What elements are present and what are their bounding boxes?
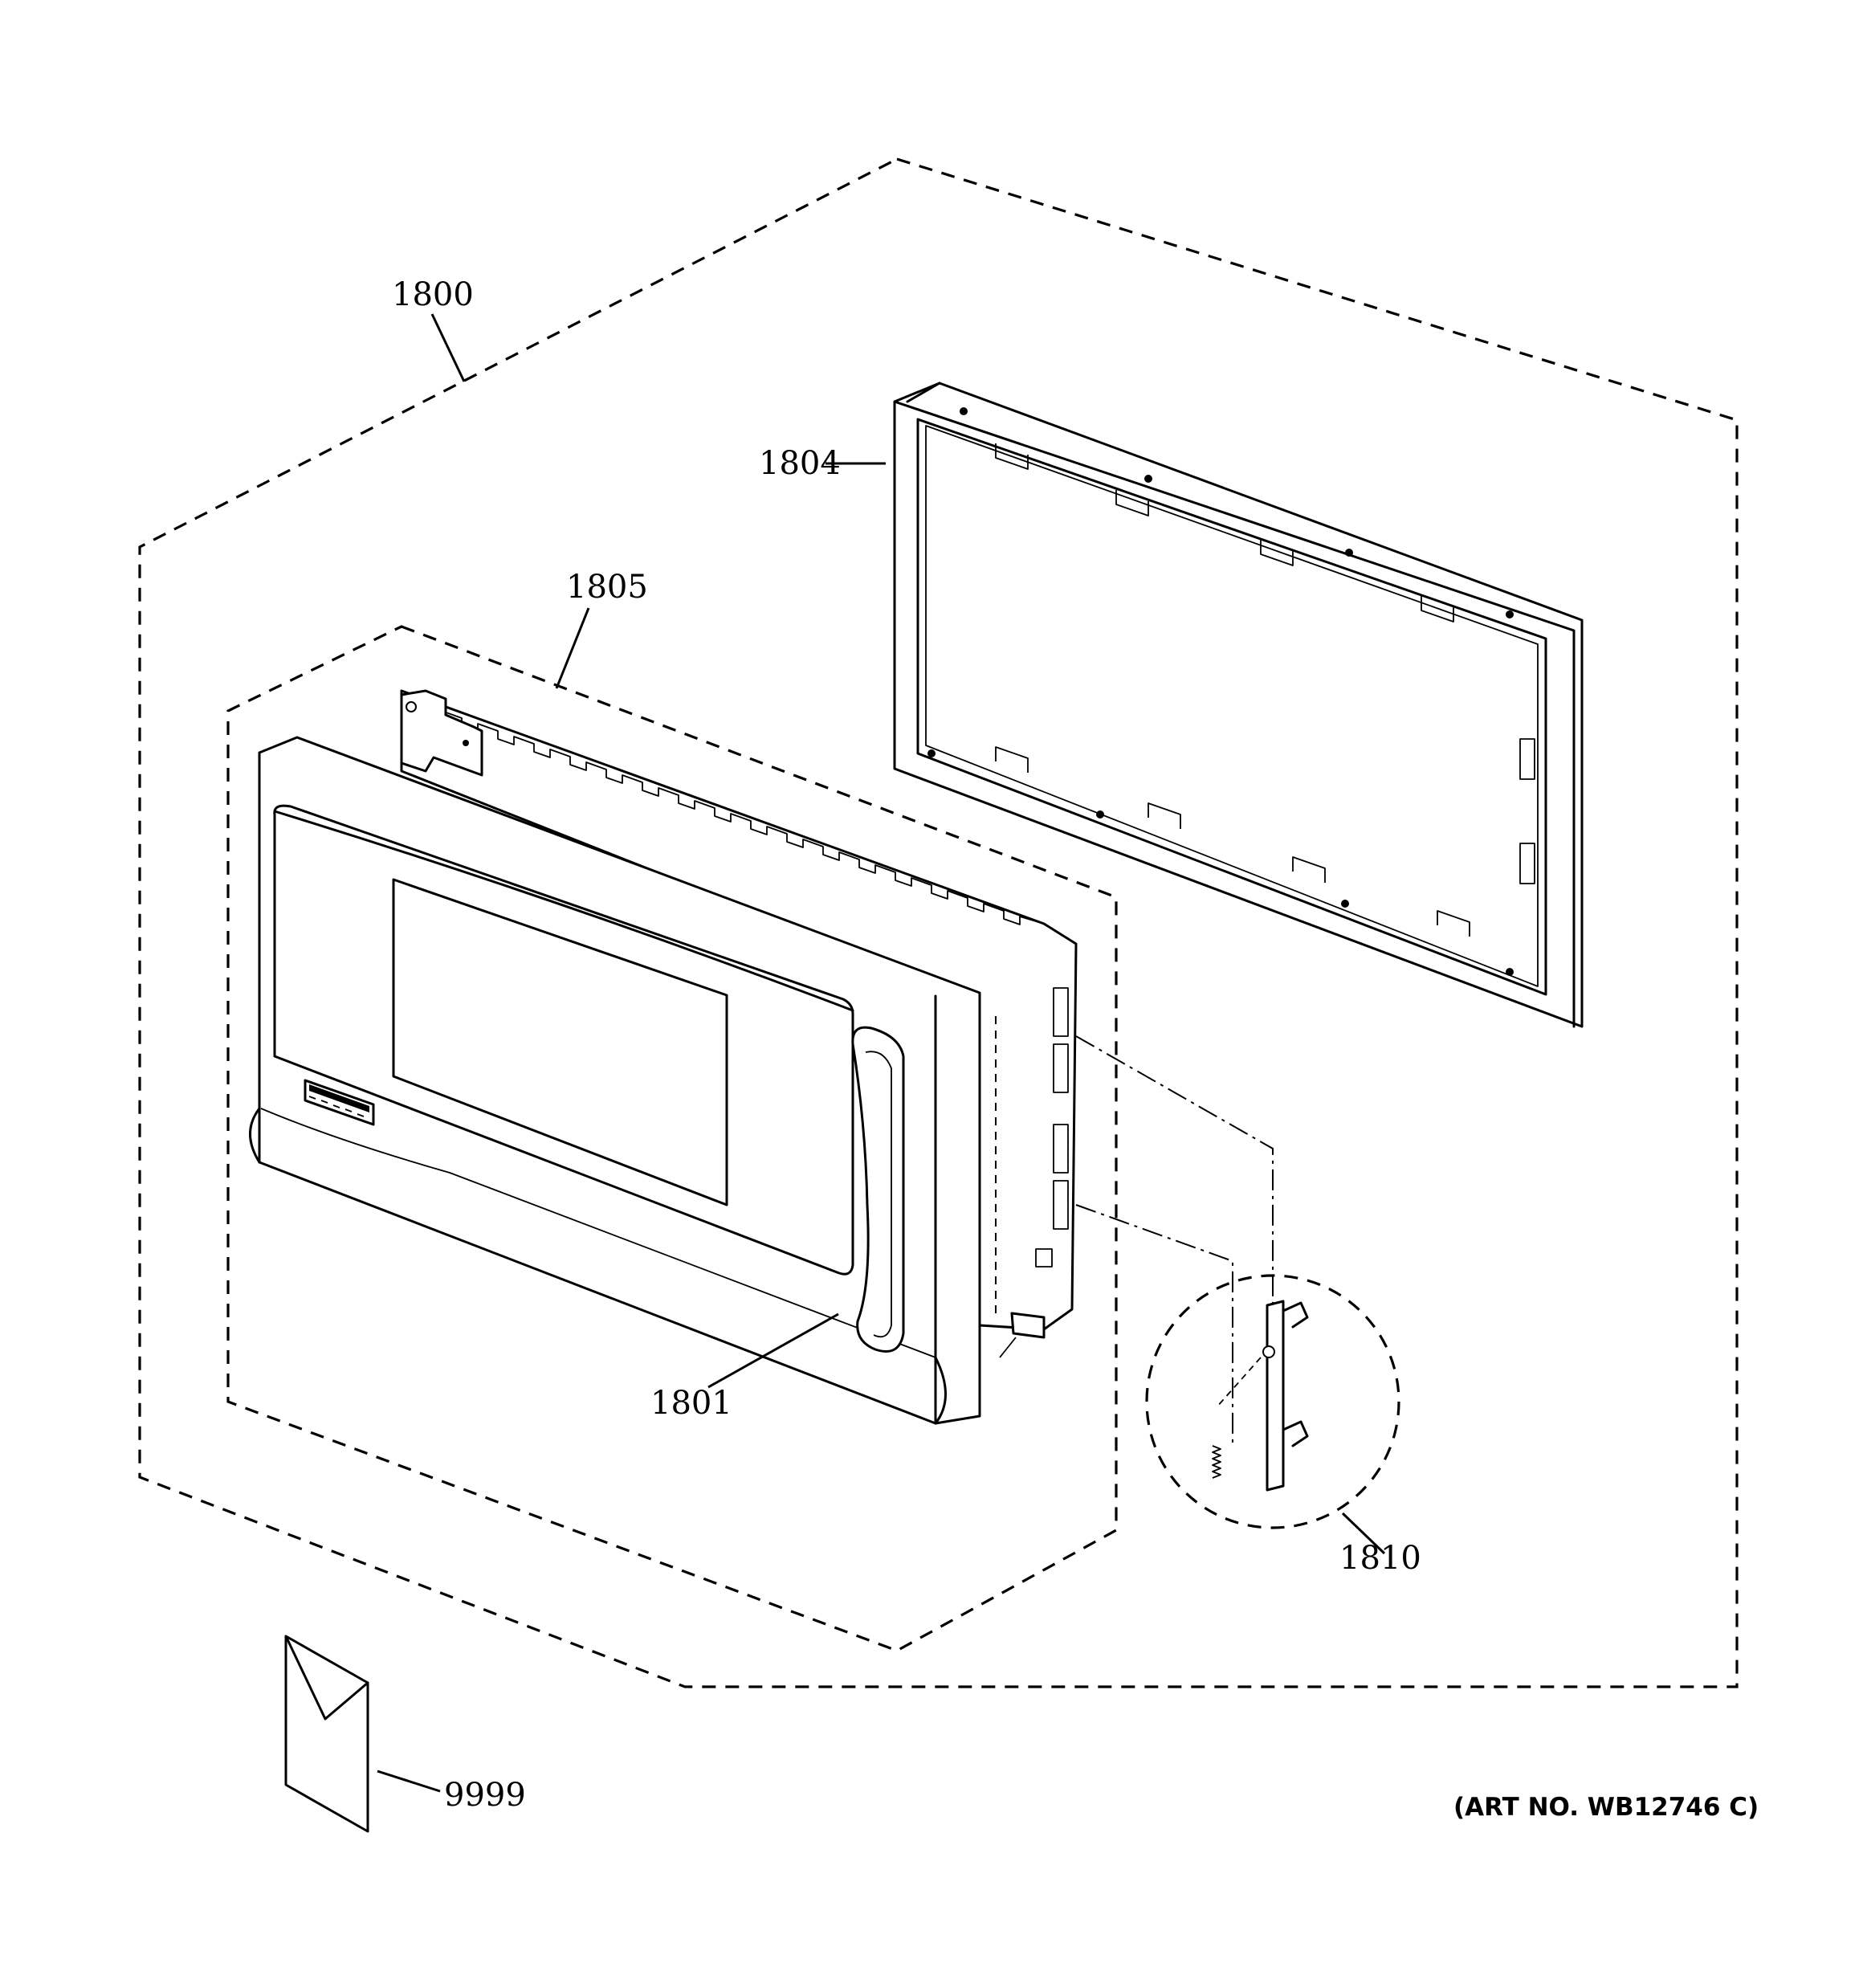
callout-1805: 1805 [566, 569, 648, 606]
leader-1800 [430, 313, 466, 382]
leader-9999 [377, 1770, 441, 1793]
latch-spring-drawing [1212, 1445, 1221, 1479]
assembly-1800-boundary [138, 157, 1739, 1688]
frame-1804-drawing [893, 382, 1584, 1028]
assembly-1805-boundary [226, 625, 1118, 1652]
callout-1801: 1801 [650, 1385, 732, 1422]
door-latch-hook-drawing [1216, 1300, 1309, 1492]
brand-badge [304, 1079, 375, 1126]
callout-1800: 1800 [392, 276, 474, 313]
callout-1804: 1804 [759, 445, 841, 482]
literature-envelope-drawing [284, 1635, 369, 1833]
latch-alignment-line-lower [1075, 1204, 1233, 1446]
door-handle-drawing [851, 1026, 905, 1353]
callout-9999: 9999 [444, 1777, 526, 1814]
leader-1805 [555, 607, 590, 689]
callout-1810: 1810 [1339, 1540, 1421, 1577]
latch-alignment-line-upper [1075, 1035, 1274, 1309]
leader-1810 [1341, 1512, 1386, 1555]
art-number: (ART NO. WB12746 C) [1453, 1793, 1759, 1822]
leader-1801 [707, 1312, 839, 1389]
microwave-door-drawing [249, 736, 997, 1425]
latch-1810-boundary [1145, 1274, 1400, 1529]
